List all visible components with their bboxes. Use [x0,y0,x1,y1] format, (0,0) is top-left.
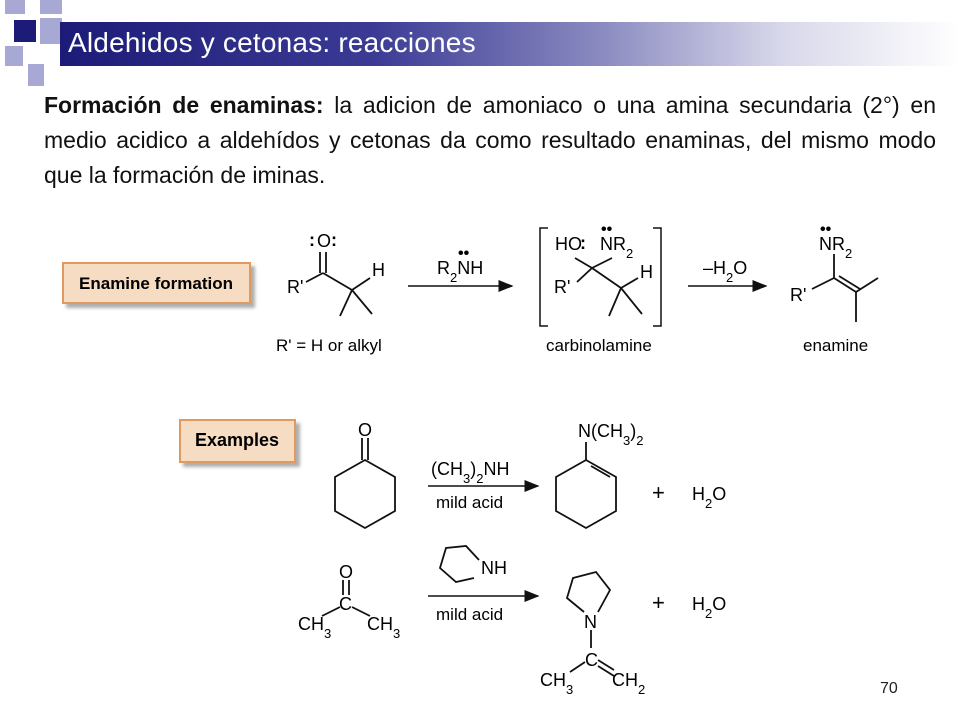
carbinolamine-hydroxyl-lone-pair: : [580,233,586,253]
slide-number: 70 [880,680,898,697]
example2-condition: mild acid [436,605,503,624]
pyrrolidine-nh: NH [481,558,507,578]
carbinolamine-r-group: R' [554,277,570,297]
reactant-r-group: R' [287,277,303,297]
pyrrolidine-enamine-structure [565,570,615,677]
enamine-product-structure [811,254,879,322]
title-bar [60,22,960,66]
enamine-nitrogen: N [584,612,597,632]
enamine-methyl: CH3 [540,670,573,697]
enamine-methylene: CH2 [612,670,645,697]
corner-square-2 [40,0,62,14]
enamine-product-amine: NR2 [819,234,852,261]
enamine-product-caption: enamine [803,336,868,355]
carbinolamine-hydroxyl: HO [555,234,582,254]
step2-reagent: –H2O [703,258,747,285]
corner-square-4 [40,18,62,44]
examples-label: Examples [195,430,279,450]
example2-water: H2O [692,594,726,621]
intro-body: la adicion de amoniaco o una amina secun… [44,92,936,188]
step1-nitrogen-lone-pair: •• [458,245,470,262]
reactant-lone-pair-left: : [309,230,315,250]
reactant-oxygen: O [317,231,331,251]
carbinolamine-hydrogen: H [640,262,653,282]
reactant-carbonyl [305,252,373,317]
dimethylamino-group: N(CH3)2 [578,421,643,448]
corner-square-6 [28,64,44,86]
enamine-formation-label: Enamine formation [79,274,233,293]
example1-condition: mild acid [436,493,503,512]
intro-paragraph: Formación de enaminas: la adicion de amo… [44,88,936,193]
step1-reagent: R2NH [437,258,483,285]
acetone-methyl-left: CH3 [298,614,331,641]
pyrrolidine-reagent-structure [438,545,480,583]
example1-water: H2O [692,484,726,511]
acetone-oxygen: O [339,562,353,582]
intro-heading: Formación de enaminas: [44,92,324,118]
reactant-caption: R' = H or alkyl [276,336,382,355]
example2-plus: + [652,590,665,615]
corner-square-1 [5,0,25,14]
corner-square-3 [14,20,36,42]
examples-box: Examples [179,419,296,463]
intermediate-brackets [539,227,662,327]
carbinolamine-structure [574,257,643,317]
acetone-carbon: C [339,594,352,614]
cyclohexanone-oxygen: O [358,420,372,440]
cyclohexanone-structure [334,438,396,530]
reactant-hydrogen: H [372,260,385,280]
slide-title: Aldehidos y cetonas: reacciones [68,27,476,58]
carbinolamine-caption: carbinolamine [546,336,652,355]
carbinolamine-amine: NR2 [600,234,633,261]
corner-square-5 [5,46,23,66]
reactant-lone-pair-right: : [331,230,337,250]
acetone-methyl-right: CH3 [367,614,400,641]
carbinolamine-amine-lone-pair: •• [601,221,613,238]
dimethylamino-cyclohexene-structure [555,442,617,530]
enamine-formation-box: Enamine formation [62,262,251,304]
example1-plus: + [652,480,665,505]
enamine-carbon: C [585,650,598,670]
enamine-product-r-group: R' [790,285,806,305]
example1-amine-reagent: (CH3)2NH [431,459,509,486]
acetone-structure [321,580,371,617]
enamine-product-lone-pair: •• [820,221,832,238]
